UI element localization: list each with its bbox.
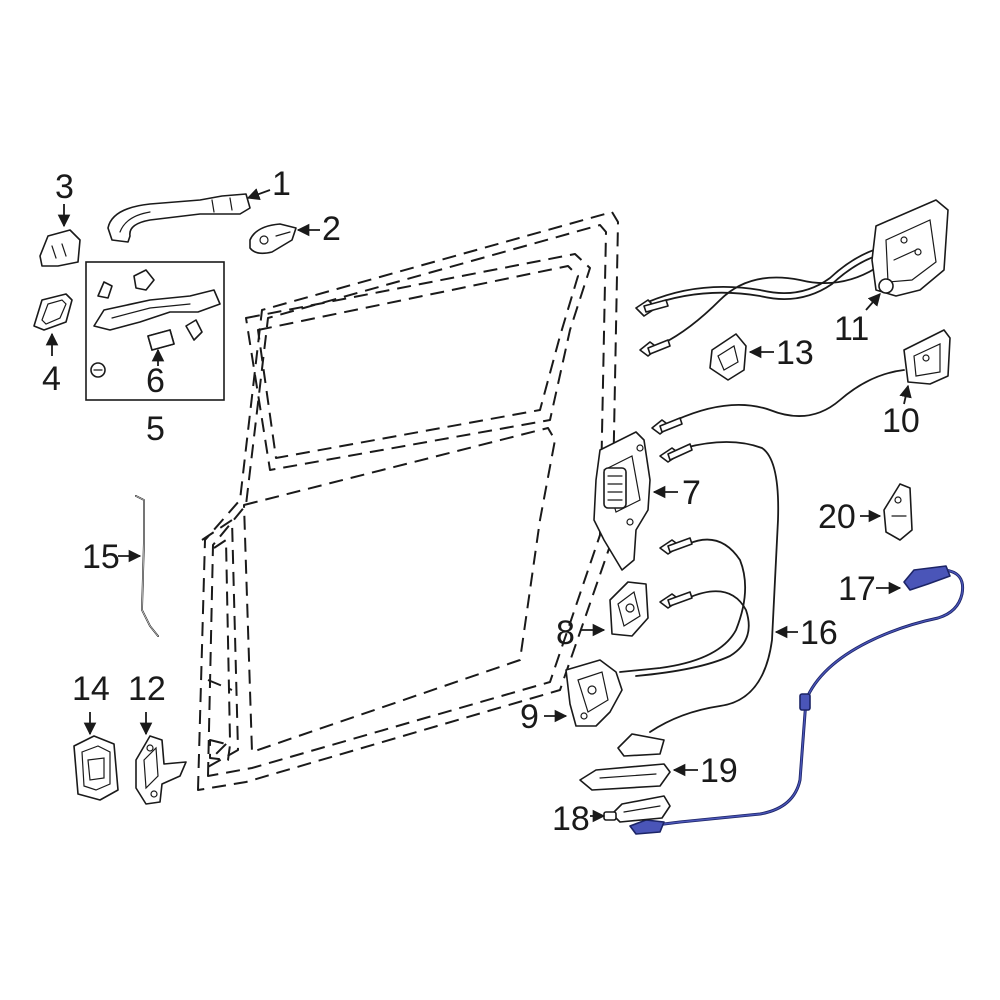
- callout-11: 11: [834, 310, 869, 348]
- retainer-clip[interactable]: [883, 483, 913, 541]
- leader-1: [246, 188, 271, 201]
- callout-6: 6: [146, 362, 165, 400]
- lock-cable[interactable]: [617, 441, 780, 757]
- handle-gasket[interactable]: [33, 293, 73, 331]
- upper-latch[interactable]: [871, 199, 949, 297]
- callout-2: 2: [322, 210, 341, 248]
- callout-5: 5: [146, 410, 165, 448]
- handle-cap[interactable]: [39, 229, 81, 267]
- latch-cover[interactable]: [609, 581, 649, 637]
- upper-striker[interactable]: [709, 333, 747, 381]
- lower-latch-cables[interactable]: [619, 537, 750, 677]
- callout-9: 9: [520, 698, 539, 736]
- callout-16: 16: [800, 614, 838, 652]
- callout-3: 3: [55, 168, 74, 206]
- upper-latch-cables[interactable]: [635, 245, 891, 357]
- lower-striker[interactable]: [135, 735, 187, 805]
- outside-door-handle[interactable]: [107, 193, 251, 243]
- rear-latch[interactable]: [903, 329, 951, 385]
- callout-7: 7: [682, 474, 701, 512]
- callout-1: 1: [272, 165, 291, 203]
- handle-trim-bezel[interactable]: [579, 763, 671, 791]
- callout-17: 17: [838, 570, 876, 608]
- callout-4: 4: [42, 360, 61, 398]
- rear-latch-cable[interactable]: [651, 369, 905, 435]
- callout-14: 14: [72, 670, 110, 708]
- sliding-door-outline: [197, 211, 619, 791]
- callout-19: 19: [700, 752, 738, 790]
- callout-13: 13: [776, 334, 814, 372]
- callout-10: 10: [882, 402, 920, 440]
- callout-15: 15: [82, 538, 120, 576]
- callout-8: 8: [556, 614, 575, 652]
- lower-bracket[interactable]: [73, 735, 119, 801]
- lower-latch[interactable]: [565, 659, 623, 727]
- handle-frame-kit-box: [85, 261, 225, 401]
- leader-11: [865, 293, 881, 311]
- frame-component[interactable]: [147, 329, 175, 351]
- callout-18: 18: [552, 800, 590, 838]
- leader-10: [899, 384, 912, 405]
- callout-20: 20: [818, 498, 856, 536]
- callout-12: 12: [128, 670, 166, 708]
- handle-frame-kit[interactable]: [90, 269, 221, 378]
- lock-rod[interactable]: [135, 495, 159, 637]
- inside-handle-cable[interactable]: [629, 565, 965, 835]
- inside-door-handle[interactable]: [603, 795, 671, 823]
- handle-pad[interactable]: [249, 223, 297, 255]
- power-door-actuator[interactable]: [593, 431, 651, 571]
